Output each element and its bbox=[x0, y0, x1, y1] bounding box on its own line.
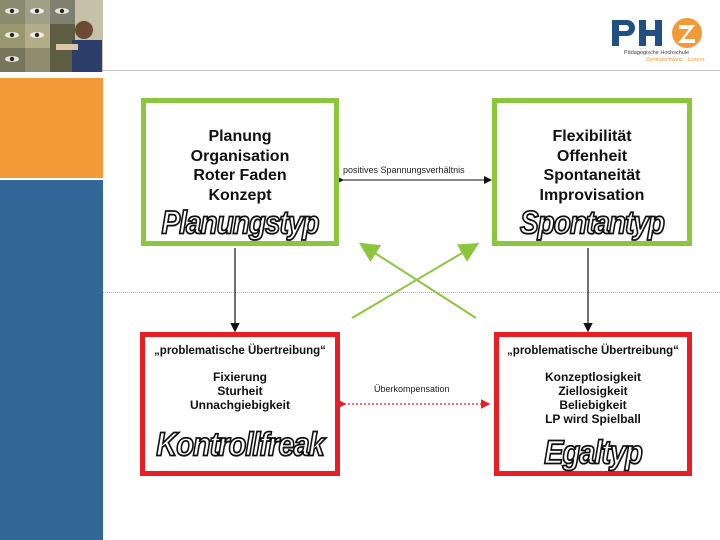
box-spontantyp-lines: Flexibilität Offenheit Spontaneität Impr… bbox=[497, 127, 687, 205]
box-quote: „problematische Übertreibung“ bbox=[507, 345, 679, 357]
box-line: Ziellosigkeit bbox=[558, 384, 628, 398]
box-spontantyp: Flexibilität Offenheit Spontaneität Impr… bbox=[492, 98, 692, 246]
cross-arrow-to-top-right bbox=[351, 242, 480, 319]
phz-logo: Pädagogische Hochschule Zentralschweiz ·… bbox=[610, 14, 710, 70]
box-line: Improvisation bbox=[539, 186, 645, 204]
box-planungstyp: Planung Organisation Roter Faden Konzept… bbox=[141, 98, 339, 246]
type-label-planungstyp: Planungstyp bbox=[161, 204, 321, 241]
sidebar-accent-orange bbox=[0, 78, 103, 178]
box-kontrollfreak: „problematische Übertreibung“ Fixierung … bbox=[140, 332, 340, 476]
bottom-connector-label: Überkompensation bbox=[374, 384, 450, 394]
logo-line-1: Pädagogische Hochschule bbox=[624, 50, 690, 56]
box-line: Organisation bbox=[190, 147, 290, 165]
cross-arrow-to-top-left bbox=[358, 242, 477, 319]
box-line: Spontaneität bbox=[543, 167, 641, 184]
sidebar-accent-blue bbox=[0, 180, 103, 540]
logo-mark bbox=[612, 18, 702, 48]
logo-line-2: Zentralschweiz · Luzern bbox=[646, 57, 705, 63]
box-egaltyp-lines: Konzeptlosigkeit Ziellosigkeit Beliebigk… bbox=[499, 370, 687, 426]
box-line: Sturheit bbox=[217, 384, 263, 398]
box-line: Konzept bbox=[208, 186, 272, 204]
type-label-egaltyp: Egaltyp bbox=[543, 434, 643, 473]
box-line: LP wird Spielball bbox=[545, 412, 641, 426]
box-kontrollfreak-lines: Fixierung Sturheit Unnachgiebigkeit bbox=[145, 370, 335, 412]
header-photo bbox=[0, 0, 103, 72]
box-line: Roter Faden bbox=[193, 167, 287, 184]
box-egaltyp: „problematische Übertreibung“ Konzeptlos… bbox=[494, 332, 692, 476]
box-quote: „problematische Übertreibung“ bbox=[154, 345, 326, 357]
box-line: Planung bbox=[208, 128, 272, 145]
top-connector-label: positives Spannungsverhältnis bbox=[343, 165, 465, 175]
box-line: Fixierung bbox=[212, 370, 267, 384]
box-line: Konzeptlosigkeit bbox=[544, 370, 641, 384]
type-label-kontrollfreak: Kontrollfreak bbox=[155, 426, 325, 465]
box-line: Offenheit bbox=[556, 147, 628, 165]
type-label-spontantyp: Spontantyp bbox=[519, 204, 666, 241]
dotted-divider bbox=[103, 292, 720, 293]
box-planungstyp-lines: Planung Organisation Roter Faden Konzept bbox=[146, 127, 334, 205]
box-line: Unnachgiebigkeit bbox=[189, 398, 290, 412]
box-line: Flexibilität bbox=[552, 128, 632, 145]
header-divider bbox=[103, 70, 720, 71]
box-line: Beliebigkeit bbox=[559, 398, 627, 412]
